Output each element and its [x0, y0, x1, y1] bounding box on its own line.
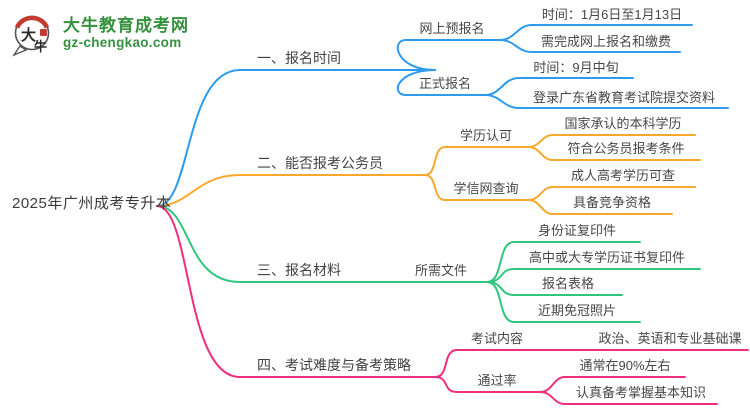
cow-logo-icon: 大 牛: [12, 15, 50, 57]
leaf-diploma-copy[interactable]: 高中或大专学历证书复印件: [528, 250, 686, 265]
leaf-pre-reg-payment[interactable]: 需完成网上报名和缴费: [540, 34, 672, 49]
node-degree-recognition[interactable]: 学历认可: [459, 128, 513, 143]
branch-4-lines: [156, 205, 749, 405]
node-chsi-lookup[interactable]: 学信网查询: [453, 181, 519, 196]
site-name: 大牛教育成考网: [63, 16, 189, 35]
root-node[interactable]: 2025年广州成考专升本: [12, 195, 172, 212]
leaf-prepare-basics[interactable]: 认真备考掌握基本知识: [575, 385, 707, 400]
node-online-pre-registration[interactable]: 网上预报名: [419, 21, 485, 36]
branch-3-lines: [156, 205, 701, 323]
leaf-pre-reg-time[interactable]: 时间：1月6日至1月13日: [541, 7, 683, 22]
leaf-recent-photo[interactable]: 近期免冠照片: [537, 303, 617, 318]
leaf-formal-reg-time[interactable]: 时间：9月中旬: [533, 60, 619, 75]
node-civil-service-eligibility[interactable]: 二、能否报考公务员: [257, 155, 383, 171]
leaf-id-copy[interactable]: 身份证复印件: [537, 223, 617, 238]
svg-text:牛: 牛: [34, 39, 47, 54]
site-url: gz-chengkao.com: [63, 35, 182, 50]
leaf-exam-subjects[interactable]: 政治、英语和专业基础课: [598, 331, 742, 346]
leaf-pass-rate-value[interactable]: 通常在90%左右: [579, 358, 671, 373]
leaf-meets-requirements[interactable]: 符合公务员报考条件: [567, 141, 685, 156]
logo-text: 大牛教育成考网 gz-chengkao.com: [63, 16, 189, 50]
node-registration-materials[interactable]: 三、报名材料: [257, 262, 341, 278]
node-formal-registration[interactable]: 正式报名: [418, 76, 472, 91]
leaf-competitive-qualification[interactable]: 具备竞争资格: [572, 195, 652, 210]
node-registration-time[interactable]: 一、报名时间: [257, 50, 341, 66]
leaf-national-recognized[interactable]: 国家承认的本科学历: [564, 116, 682, 131]
logo[interactable]: 大 牛 大牛教育成考网 gz-chengkao.com: [8, 9, 189, 57]
leaf-degree-verifiable[interactable]: 成人高考学历可查: [570, 168, 676, 183]
node-exam-difficulty-strategy[interactable]: 四、考试难度与备考策略: [257, 357, 411, 373]
leaf-formal-reg-submit[interactable]: 登录广东省教育考试院提交资料: [532, 90, 716, 105]
branch-1-lines: [156, 24, 729, 207]
svg-text:大: 大: [21, 26, 36, 44]
leaf-registration-form[interactable]: 报名表格: [541, 276, 595, 291]
node-pass-rate[interactable]: 通过率: [477, 373, 517, 388]
branch-2-lines: [156, 134, 701, 215]
node-required-documents[interactable]: 所需文件: [414, 263, 468, 278]
node-exam-content[interactable]: 考试内容: [470, 331, 524, 346]
